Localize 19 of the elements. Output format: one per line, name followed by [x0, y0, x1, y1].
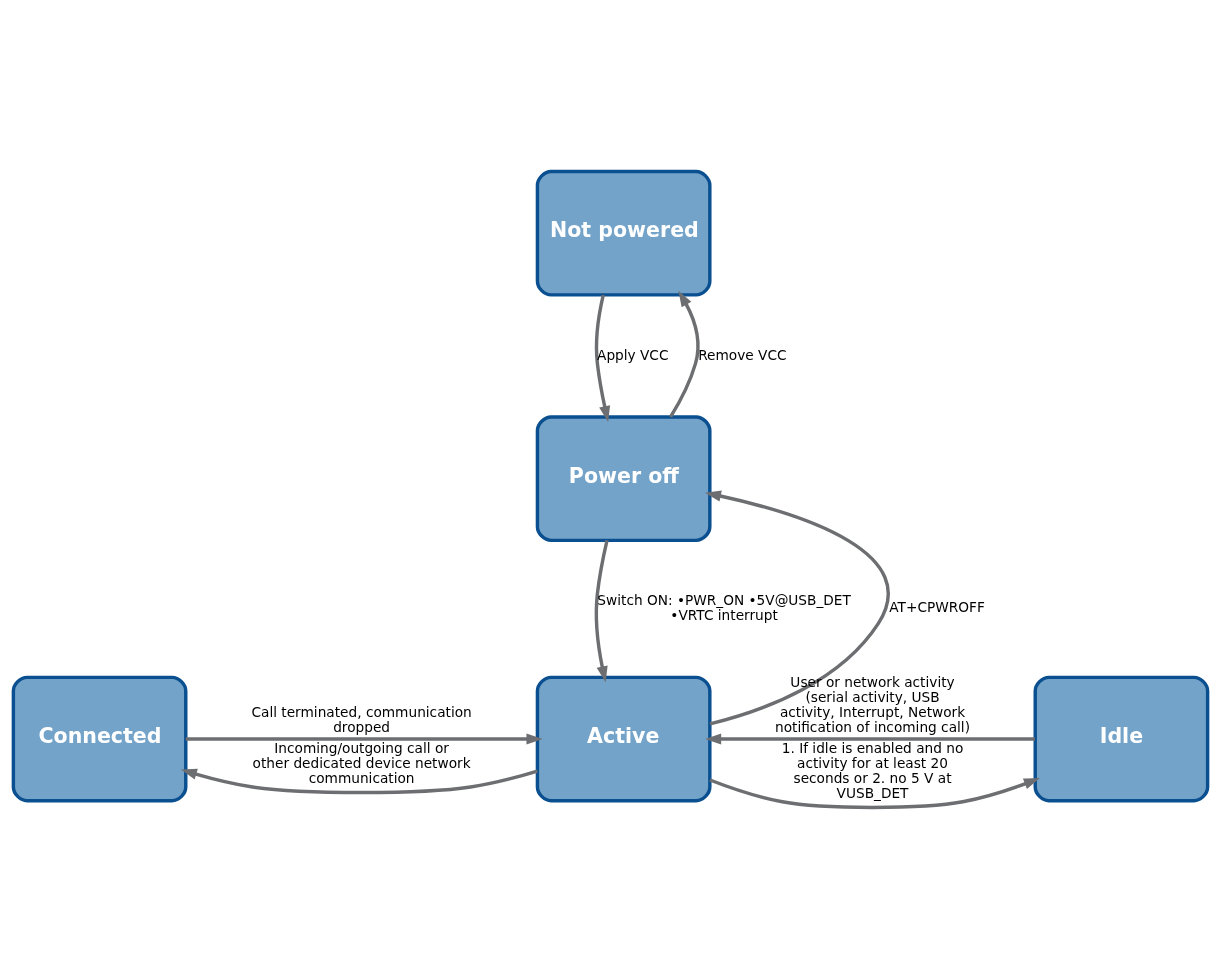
edge-label: Remove VCC [698, 346, 787, 362]
arrow [594, 294, 611, 422]
arrow [185, 732, 543, 745]
arrow [180, 768, 538, 794]
arrow [709, 777, 1040, 809]
node-box: Active [535, 675, 712, 802]
node-box: Not powered [535, 169, 712, 297]
edge-label: 1. If idle is enabled and no activity for at least 20 seconds or 2. no 5 V at VUSB_DET [781, 739, 964, 801]
edge-label: Incoming/outgoing call or other dedicated device network communication [252, 739, 471, 786]
arrow [704, 490, 890, 726]
node-box: Idle [1033, 675, 1210, 802]
arrow [705, 732, 1035, 745]
arrow [669, 290, 700, 418]
edge-label: Switch ON: •PWR_ON •5V@USB_DET •VRTC interrupt [597, 591, 851, 623]
node-box: Connected [11, 675, 188, 802]
edge-label: AT+CPWROFF [889, 598, 985, 615]
arrow [594, 539, 609, 682]
node-box: Power off [535, 414, 712, 542]
edge-label: Call terminated, communication dropped [251, 703, 472, 735]
